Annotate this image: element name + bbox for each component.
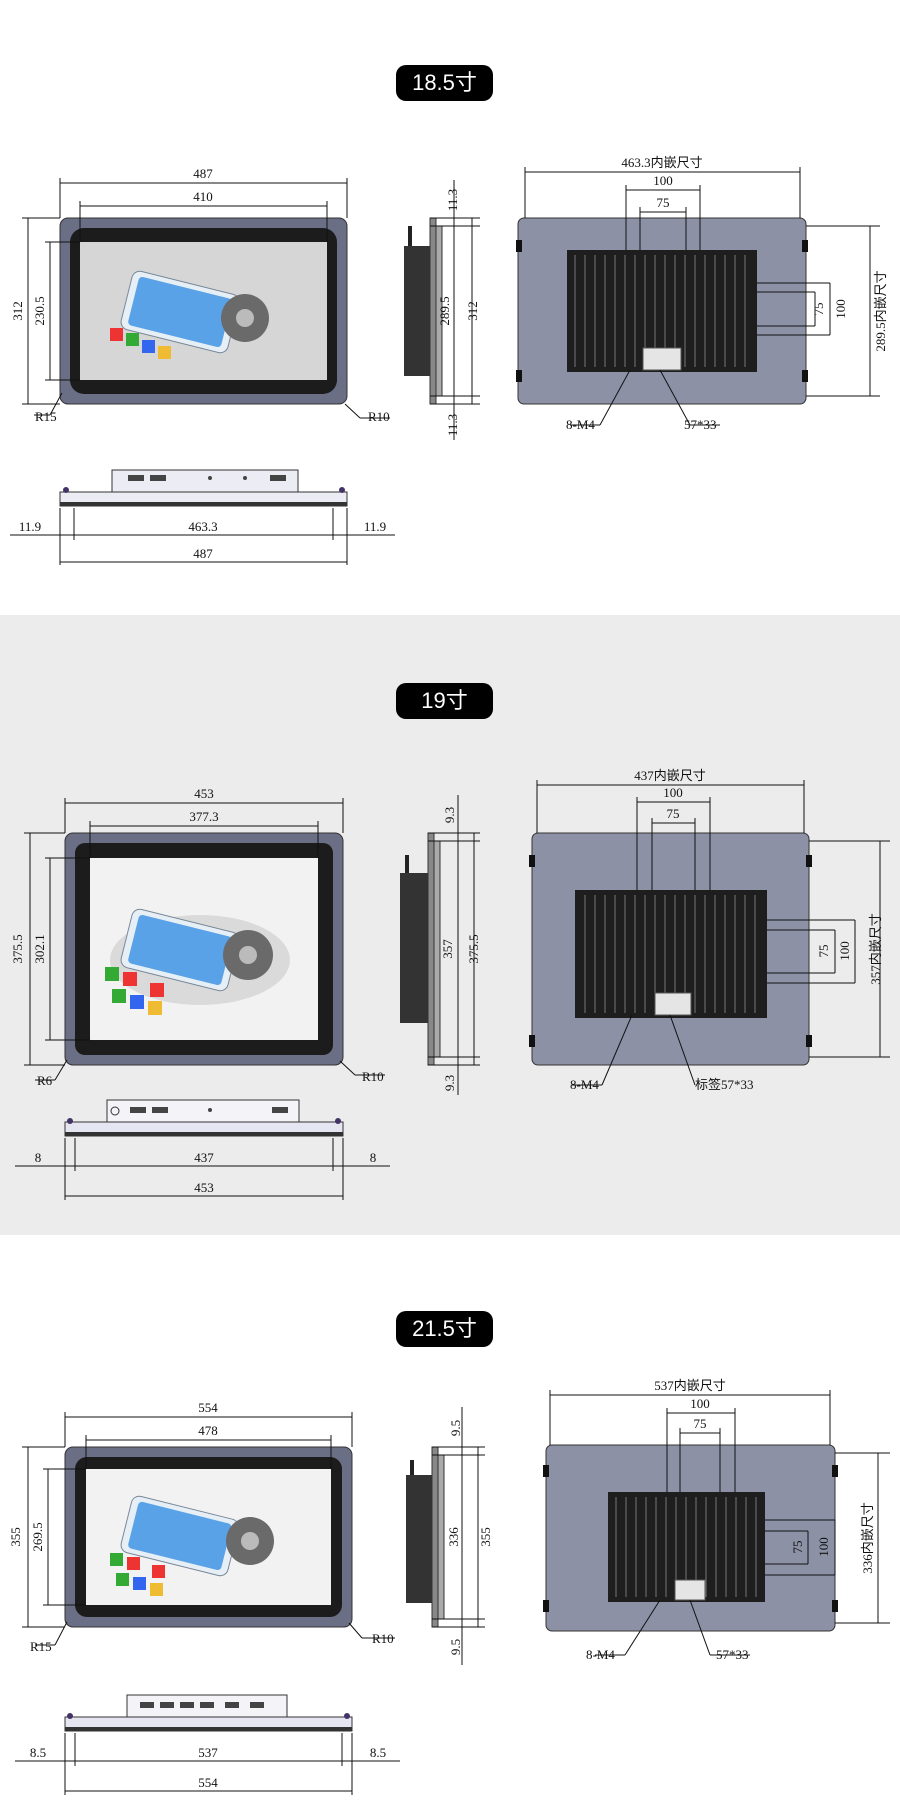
bottom-right-label: 8	[370, 1150, 377, 1165]
section-21-5: 21.5寸 554 478 355 269.5	[0, 1235, 900, 1820]
side-top-label: 9.3	[442, 807, 457, 823]
corner-inner-label: R10	[372, 1631, 394, 1646]
front-view-height-label: 269.5	[30, 1522, 45, 1551]
front-width-label: 487	[193, 166, 213, 181]
corner-outer-label: R15	[30, 1639, 52, 1654]
size-title-badge: 19寸	[396, 683, 493, 719]
bottom-right-label: 11.9	[364, 519, 386, 534]
side-bottom-label: 9.3	[442, 1075, 457, 1091]
back-hole-100-label: 100	[690, 1396, 710, 1411]
drawing-21-5: 554 478 355 269.5 R15 R10 9.5 336 355 9.…	[8, 1378, 890, 1795]
side-inner-label: 357	[440, 939, 455, 959]
back-vhole-75-label: 75	[816, 945, 831, 958]
front-width-label: 554	[198, 1400, 218, 1415]
bottom-middle-label: 437	[194, 1150, 214, 1165]
size-title-badge: 21.5寸	[396, 1311, 493, 1347]
back-cutout-label: 437内嵌尺寸	[634, 768, 706, 783]
back-vhole-100-label: 100	[833, 299, 848, 319]
side-view	[406, 1446, 445, 1628]
bottom-total-label: 554	[198, 1775, 218, 1790]
back-cutout-label: 537内嵌尺寸	[654, 1378, 726, 1393]
bottom-left-label: 11.9	[19, 519, 41, 534]
corner-outer-label: R6	[37, 1073, 53, 1088]
side-bottom-label: 11.3	[445, 414, 460, 436]
bottom-middle-label: 537	[198, 1745, 218, 1760]
bottom-left-label: 8	[35, 1150, 42, 1165]
front-view-height-label: 302.1	[32, 934, 47, 963]
front-view	[64, 1446, 353, 1628]
back-hole-75-label: 75	[657, 195, 670, 210]
side-top-label: 11.3	[445, 189, 460, 211]
side-bottom-label: 9.5	[448, 1639, 463, 1655]
drawing-19: 453 377.3 375.5 302.1 R6 R10 9.3 357 375…	[10, 768, 890, 1200]
front-view-width-label: 478	[198, 1423, 218, 1438]
back-view	[543, 1444, 838, 1632]
back-vhole-75-label: 75	[811, 303, 826, 316]
bottom-view	[64, 1694, 353, 1732]
back-cutout-height-label: 336内嵌尺寸	[860, 1502, 875, 1574]
bottom-view	[59, 469, 348, 507]
bottom-left-label: 8.5	[30, 1745, 46, 1760]
back-cutout-height-label: 289.5内嵌尺寸	[873, 270, 888, 351]
side-view	[400, 832, 441, 1066]
corner-inner-label: R10	[362, 1069, 384, 1084]
section-19: 19寸 453 377.3 375.5	[0, 615, 900, 1235]
side-outer-label: 355	[478, 1527, 493, 1547]
screws-label: 8-M4	[586, 1647, 615, 1662]
sticker-label: 57*33	[716, 1647, 749, 1662]
corner-inner-label: R10	[368, 409, 390, 424]
size-title-badge: 18.5寸	[396, 65, 493, 101]
back-hole-100-label: 100	[653, 173, 673, 188]
back-vhole-75-label: 75	[790, 1541, 805, 1554]
back-hole-75-label: 75	[694, 1416, 707, 1431]
back-view	[516, 217, 808, 405]
back-hole-75-label: 75	[667, 806, 680, 821]
back-vhole-100-label: 100	[837, 941, 852, 961]
screws-label: 8-M4	[570, 1077, 599, 1092]
front-view-width-label: 410	[193, 189, 213, 204]
screen-image	[110, 1495, 274, 1596]
front-height-label: 355	[8, 1527, 23, 1547]
back-cutout-height-label: 357内嵌尺寸	[868, 913, 883, 985]
front-view-width-label: 377.3	[189, 809, 218, 824]
sticker-label: 标签57*33	[695, 1077, 754, 1092]
screws-label: 8-M4	[566, 417, 595, 432]
side-outer-label: 375.5	[466, 934, 481, 963]
sticker-label: 57*33	[684, 417, 717, 432]
bottom-view	[64, 1099, 344, 1137]
drawing-18-5: 487 410 312 230.5 R15 R10 11.3 289.5 312…	[10, 155, 888, 565]
front-height-label: 312	[10, 301, 25, 321]
front-view-height-label: 230.5	[32, 296, 47, 325]
back-cutout-label: 463.3内嵌尺寸	[621, 155, 702, 170]
bottom-total-label: 453	[194, 1180, 214, 1195]
front-height-label: 375.5	[10, 934, 25, 963]
screen-image	[110, 270, 269, 359]
screen-image	[105, 908, 290, 1015]
corner-outer-label: R15	[35, 409, 57, 424]
section-18-5: 18.5寸 487 410 312	[0, 0, 900, 615]
back-vhole-100-label: 100	[816, 1537, 831, 1557]
back-view	[529, 832, 812, 1066]
bottom-right-label: 8.5	[370, 1745, 386, 1760]
front-width-label: 453	[194, 786, 214, 801]
back-hole-100-label: 100	[663, 785, 683, 800]
side-outer-label: 312	[465, 301, 480, 321]
front-view	[59, 217, 348, 405]
front-view	[64, 832, 344, 1066]
bottom-total-label: 487	[193, 546, 213, 561]
bottom-middle-label: 463.3	[188, 519, 217, 534]
side-top-label: 9.5	[448, 1420, 463, 1436]
side-inner-label: 336	[446, 1527, 461, 1547]
side-inner-label: 289.5	[437, 296, 452, 325]
